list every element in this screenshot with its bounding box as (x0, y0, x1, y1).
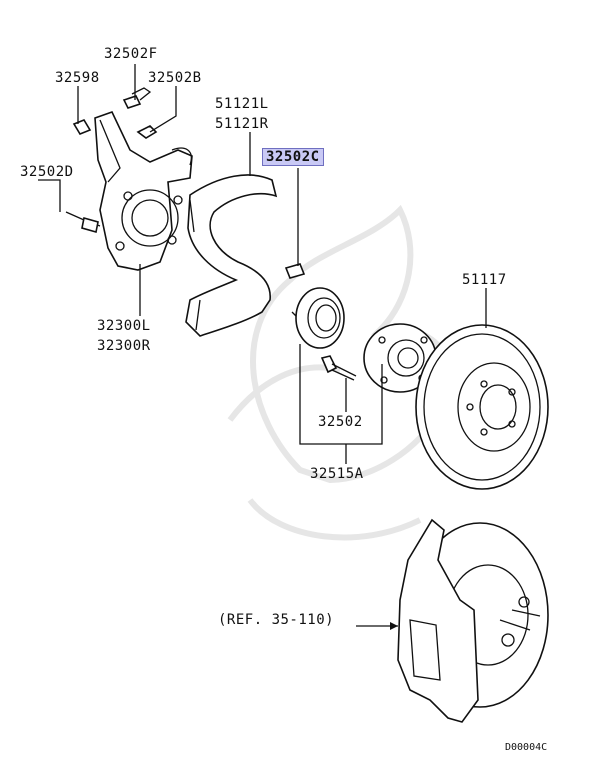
diagram-code: D00004C (505, 742, 548, 753)
label-32515A: 32515A (310, 466, 364, 482)
steering-knuckle (94, 111, 193, 271)
label-32502C-highlighted: 32502C (262, 148, 324, 166)
bolts (65, 87, 357, 381)
label-32300L: 32300L (97, 318, 151, 334)
label-32502: 32502 (318, 414, 363, 430)
brake-caliper-assembly (397, 518, 549, 723)
brake-rotor (415, 324, 549, 490)
label-32502D: 32502D (20, 164, 74, 180)
dust-shield (185, 174, 278, 337)
label-32502B: 32502B (148, 70, 202, 86)
label-51121L: 51121L (215, 96, 269, 112)
label-51117: 51117 (462, 272, 507, 288)
label-32300R: 32300R (97, 338, 151, 354)
label-51121R: 51121R (215, 116, 269, 132)
hub-bearing (291, 287, 345, 349)
label-32502F: 32502F (104, 46, 158, 62)
label-reference: (REF. 35-110) (218, 612, 335, 628)
label-32598: 32598 (55, 70, 100, 86)
leader-lines (38, 64, 487, 630)
